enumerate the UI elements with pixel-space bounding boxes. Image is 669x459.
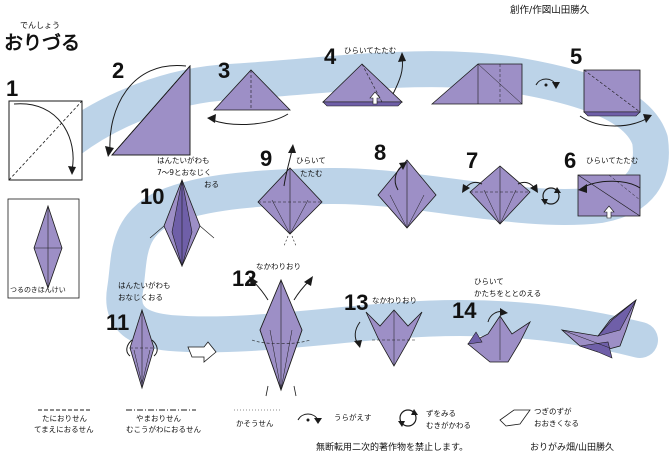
legend-mountain-line2: むこうがわにおるせん: [126, 425, 201, 434]
step-number-13: 13: [344, 290, 369, 315]
legend-mountain-line1: やまおりせん: [136, 414, 181, 423]
step-number-3: 3: [218, 58, 231, 83]
note-step6: ひらいてたたむ: [586, 156, 639, 165]
step4-figure: [322, 52, 406, 107]
legend-rotate-line2: むきがかわる: [426, 421, 471, 430]
legend-rotate-line1: ずをみる: [426, 409, 456, 418]
step-number-8: 8: [374, 140, 387, 165]
note-step14-line1: ひらいて: [474, 277, 504, 286]
note-step9-line2: たたむ: [300, 169, 323, 178]
step8-figure: [377, 159, 437, 229]
step-number-2: 2: [112, 58, 125, 83]
turn-over-symbol-top: [535, 78, 560, 89]
author-credit: 創作/作図山田勝久: [510, 5, 590, 16]
note-step11-line1: はんたいがわも: [118, 281, 171, 290]
note-step14-line2: かたちをととのえる: [474, 289, 542, 298]
legend-valley-line1: たにおりせん: [42, 414, 87, 423]
step3-figure: [207, 69, 291, 125]
step14-figure: [467, 308, 532, 363]
step11-figure: [126, 308, 158, 390]
note-step10-line1: はんたいがわも: [157, 156, 210, 165]
step9-figure: [257, 144, 323, 247]
step-number-5: 5: [570, 44, 583, 69]
step2-figure: [105, 64, 191, 157]
step-number-6: 6: [564, 148, 577, 173]
legend-zoom-icon: [499, 409, 531, 427]
base-figure: [7, 198, 80, 299]
step6-figure: [577, 174, 641, 219]
step5-figure: [579, 69, 652, 127]
step1-figure: [8, 100, 83, 181]
page-title: おりづる: [4, 32, 81, 54]
note-step4: ひらいてたたむ: [344, 46, 397, 55]
legend-turn-over-icon: [297, 413, 322, 424]
step-number-12: 12: [232, 266, 257, 291]
step-number-7: 7: [466, 148, 479, 173]
step-number-11: 11: [106, 310, 130, 335]
step10-figure: [149, 178, 215, 268]
rotate-symbol-mid: [541, 187, 561, 205]
step13-figure: [354, 309, 423, 367]
title-ruby: でんしょう: [20, 21, 60, 30]
note-step11-line2: おなじくおる: [118, 293, 163, 302]
step-number-1: 1: [6, 76, 19, 101]
step-number-9: 9: [260, 146, 273, 171]
publisher-credit: おりがみ畑/山田勝久: [530, 443, 615, 453]
note-step10-line3: おる: [204, 180, 219, 189]
note-step10-line2: 7〜9とおなじく: [157, 168, 212, 177]
legend-zoom-line2: おおきくなる: [534, 419, 579, 428]
step-number-10: 10: [140, 184, 165, 209]
legend-valley-line2: てまえにおるせん: [34, 425, 94, 434]
note-step12: なかわりおり: [256, 262, 301, 271]
legend-zoom-line1: つぎのずが: [534, 407, 572, 416]
note-step13: なかわりおり: [372, 296, 417, 305]
note-step9-line1: ひらいて: [296, 156, 326, 165]
step12-figure: [249, 276, 313, 397]
step-number-14: 14: [452, 298, 477, 323]
legend-turn-over: うらがえす: [334, 413, 372, 422]
copyright-notice: 無断転用二次的著作物を禁止します。: [316, 443, 469, 453]
step-number-4: 4: [324, 44, 337, 69]
legend-crease: かそうせん: [236, 419, 274, 428]
step4b-figure: [430, 63, 523, 105]
zoom-arrow: [187, 341, 217, 363]
step7-figure: [462, 165, 538, 225]
base-label: つるのきほんけい: [10, 286, 66, 294]
legend-rotate-icon: [398, 409, 418, 427]
final-crane-figure: [560, 298, 637, 359]
